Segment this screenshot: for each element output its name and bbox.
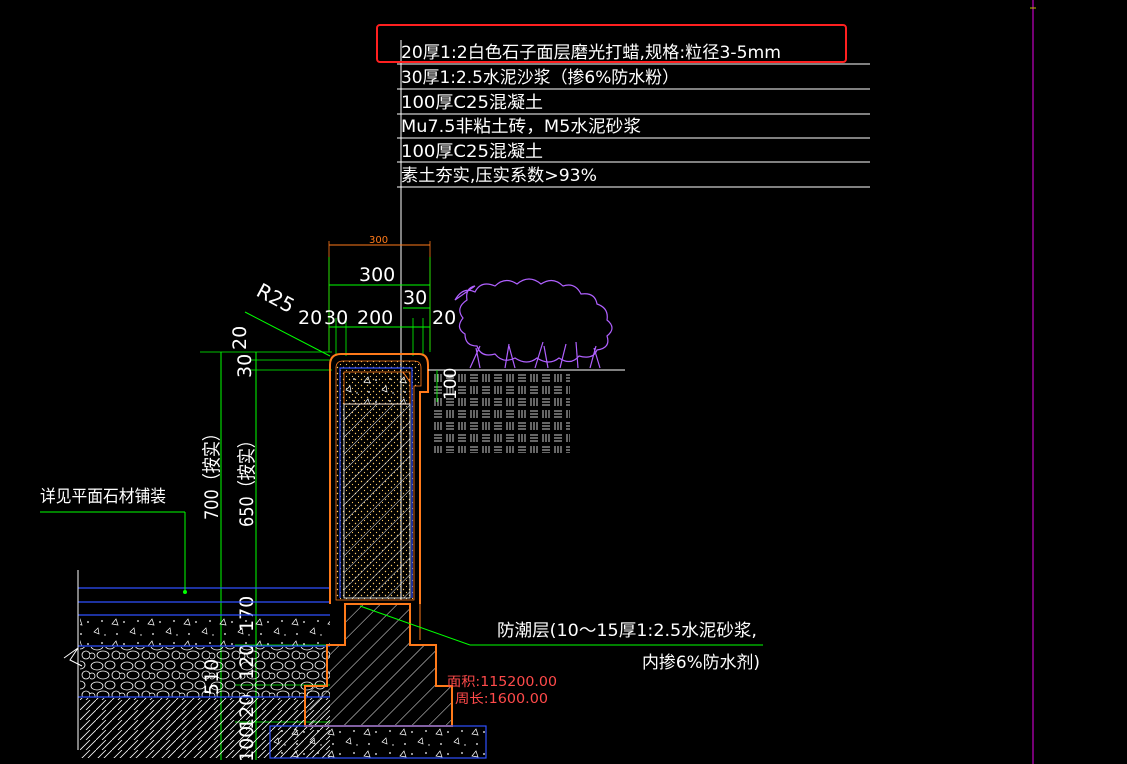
wall-section (329, 353, 429, 604)
shrub-stems (469, 341, 601, 369)
layer-note-4: Mu7.5非粘土砖，M5水泥砂浆 (401, 117, 641, 137)
dpc-note: 防潮层(10～15厚1:2.5水泥砂浆, 内掺6%防水剂) (359, 605, 763, 673)
layer-note-2: 30厚1:2.5水泥沙浆（掺6%防水粉） (401, 68, 679, 88)
dim-text-200: 200 (357, 307, 393, 329)
paving-section: 详见平面石材铺装 (40, 487, 330, 758)
dim-text-300: 300 (359, 264, 395, 286)
area-label: 面积:115200.00 (447, 675, 557, 690)
layer-note-5: 100厚C25混凝土 (401, 142, 543, 162)
wall-concrete-cap (343, 371, 411, 405)
paving-gravel-layer (80, 647, 330, 697)
dim-text-30-left: 30 (324, 307, 348, 329)
dpc-leader-diagonal (359, 605, 471, 646)
perimeter-label: 周长:1600.00 (455, 692, 548, 707)
footing-section (269, 603, 487, 759)
planting-soil-hatch (430, 371, 570, 453)
layer-note-3: 100厚C25混凝土 (401, 93, 543, 113)
layer-note-1: 20厚1:2白色石子面层磨光打蜡,规格:粒径3-5mm (401, 43, 781, 63)
wall-brick-core (343, 403, 411, 599)
dim-text-20-right: 20 (432, 307, 456, 329)
paving-note-dot (183, 590, 187, 594)
layer-note-6: 素土夯实,压实系数>93% (401, 166, 597, 186)
wall-cap-detail (402, 371, 411, 383)
paving-break-symbol (63, 647, 83, 667)
dim-text-left-30: 30 (234, 354, 256, 378)
footing-concrete-base (269, 725, 487, 759)
planting-section: 100 (428, 278, 625, 453)
shrub-outline (454, 278, 613, 363)
top-dimension-group: 300 300 30 20 30 200 20 R25 (244, 235, 456, 357)
layer-note-table: 20厚1:2白色石子面层磨光打蜡,规格:粒径3-5mm 30厚1:2.5水泥沙浆… (397, 40, 870, 600)
dim-text-left-20: 20 (229, 326, 251, 350)
wall-blue-line (339, 367, 413, 598)
dpc-note-line-2: 内掺6%防水剂) (642, 653, 760, 673)
highlight-box (376, 24, 847, 63)
dpc-note-line-1: 防潮层(10～15厚1:2.5水泥砂浆, (497, 621, 757, 641)
r25-leader (244, 311, 331, 357)
dim-text-700: 700（按实） (201, 425, 223, 520)
wall-outer-outline (329, 353, 429, 604)
dim-text-20-left: 20 (298, 307, 322, 329)
dim-text-650: 650（按实） (236, 432, 258, 527)
paving-concrete-layer (80, 616, 330, 646)
side-dim-100: 100 (441, 368, 461, 400)
dim-text-30-right: 30 (403, 287, 427, 309)
paving-note: 详见平面石材铺装 (40, 487, 166, 507)
dim-text-orange-300: 300 (369, 235, 388, 246)
radius-label: R25 (253, 278, 299, 318)
